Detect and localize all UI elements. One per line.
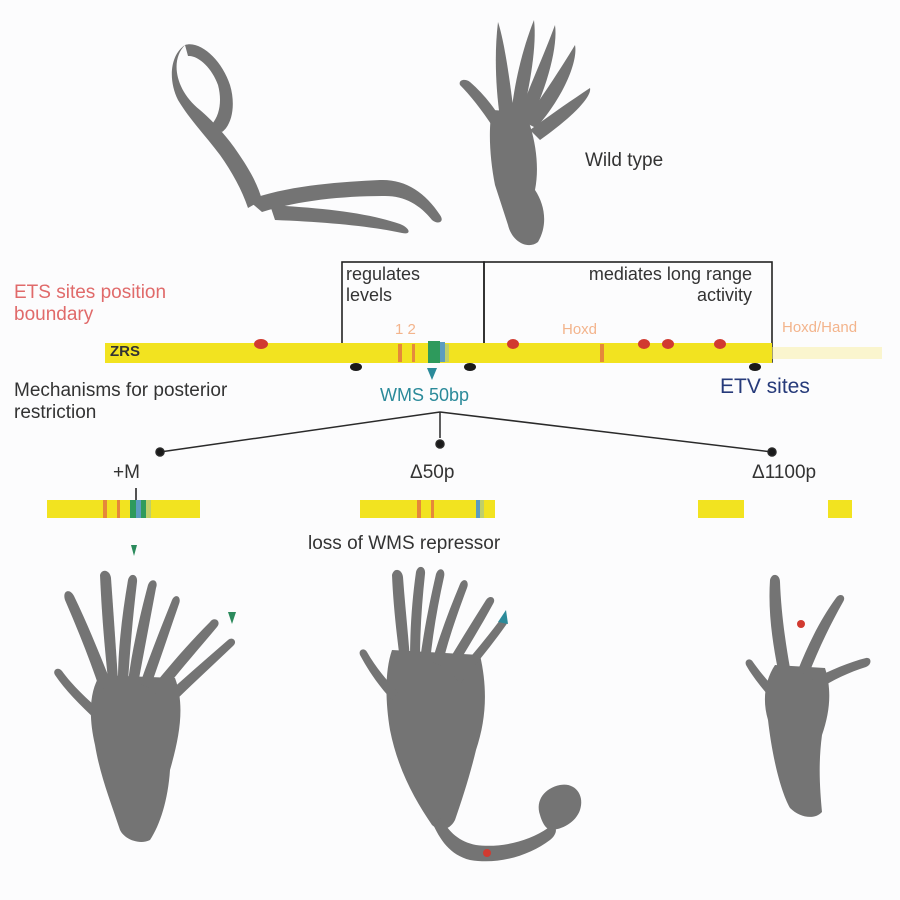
wild-type-hand: [459, 20, 591, 246]
hand-delta-50: [359, 566, 582, 862]
delta-50-markers: [483, 610, 508, 857]
regulates-label: regulates levels: [346, 264, 421, 305]
mutant-plus-m-label: +M: [113, 462, 140, 483]
ets-sites-label: ETS sites position boundary: [14, 282, 167, 325]
wild-type-arm: [171, 44, 442, 234]
hoxd-right-label: Hoxd/Hand: [782, 319, 858, 336]
bar-delta-1100: [698, 500, 852, 518]
bar-plus-m: [47, 488, 200, 518]
wild-type-label: Wild type: [585, 150, 664, 171]
hoxd-label: Hoxd: [562, 321, 598, 338]
etv-sites: [350, 363, 761, 371]
etv-sites-label: ETV sites: [720, 375, 810, 398]
mutant-delta-50-label: Δ50p: [410, 462, 455, 483]
wms-marker: [427, 368, 437, 380]
zrs-label: ZRS: [110, 343, 140, 360]
hand-delta-1100: [745, 574, 871, 817]
hand-plus-m: [54, 570, 236, 842]
plus-m-markers: [131, 545, 236, 624]
site-numbers-label: 1 2: [395, 321, 416, 338]
mutant-delta-1100-label: Δ1100p: [752, 462, 817, 483]
mutant-connectors: [155, 411, 777, 457]
loss-of-wms-label: loss of WMS repressor: [308, 533, 501, 554]
ets-sites: [254, 339, 726, 349]
mechanisms-label: Mechanisms for posterior restriction: [14, 380, 228, 423]
delta-1100-markers: [797, 620, 805, 628]
mediates-label: mediates long range activity: [588, 264, 752, 305]
wms-label: WMS 50bp: [380, 385, 470, 405]
bar-delta-50: [360, 500, 495, 518]
zrs-bar: [105, 341, 882, 363]
